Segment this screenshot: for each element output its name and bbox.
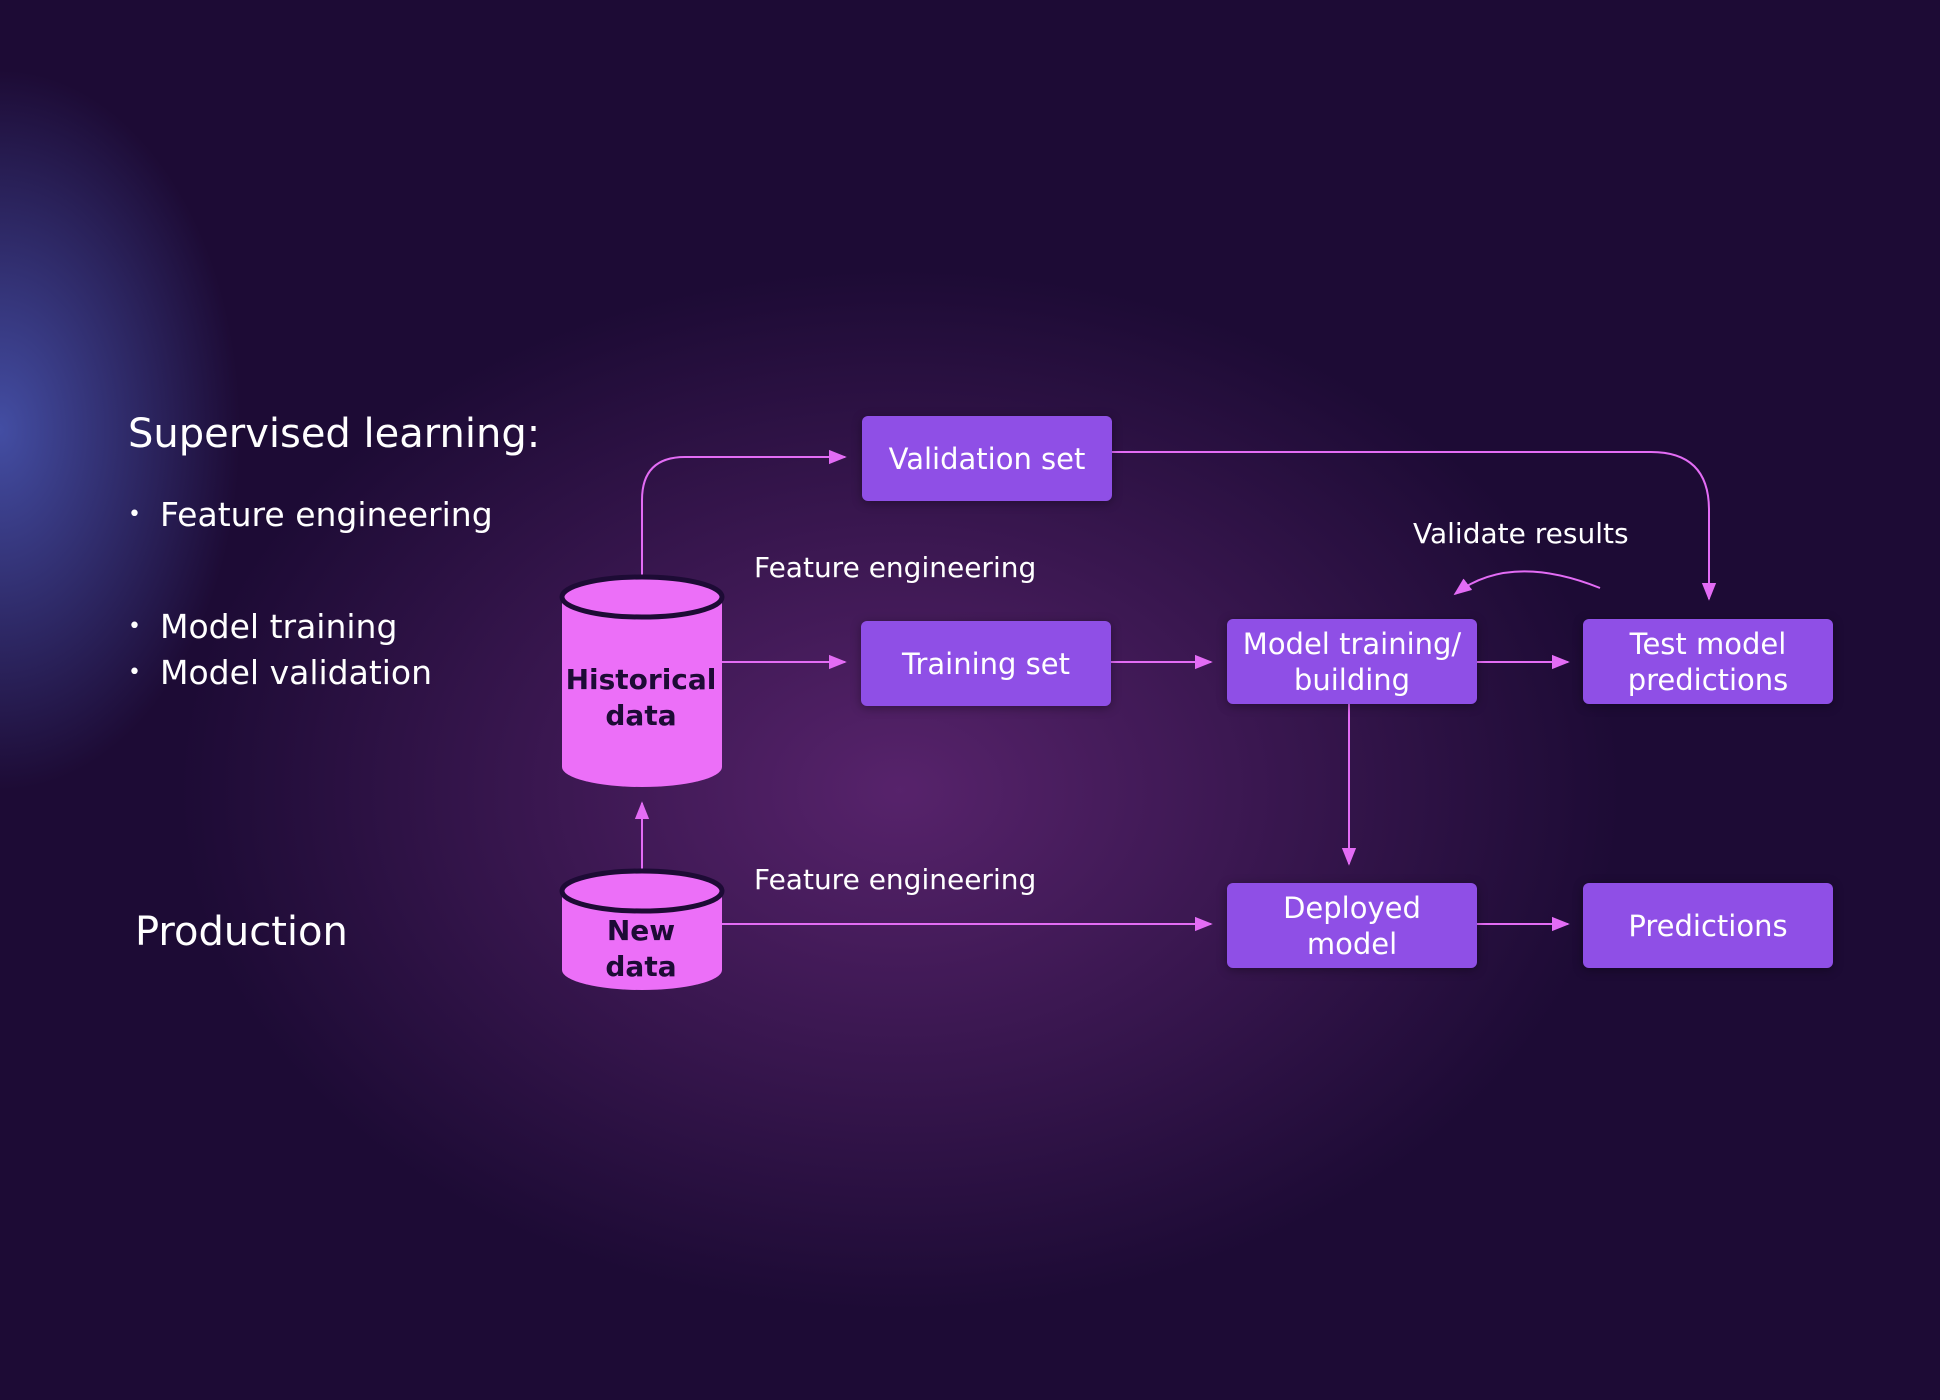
supervised-list-feature: Feature engineering xyxy=(128,492,493,538)
edge-label-feature-engineering-bottom: Feature engineering xyxy=(754,863,1037,896)
edge-label-feature-engineering-top: Feature engineering xyxy=(754,551,1037,584)
list-item-model-training: Model training xyxy=(128,604,432,650)
node-label-training-set: Training set xyxy=(902,646,1070,681)
node-label-deployed-model: Deployed model xyxy=(1283,890,1421,961)
cylinder-historical-data xyxy=(559,574,725,787)
cylinder-new-data xyxy=(559,868,725,990)
node-label-predictions: Predictions xyxy=(1628,908,1788,943)
arrow-validate-results xyxy=(1453,570,1601,596)
edge-label-validate-results: Validate results xyxy=(1413,517,1629,550)
node-label-validation-set: Validation set xyxy=(888,441,1086,476)
node-label-new-data: New data xyxy=(605,914,677,983)
node-training-set: Training set xyxy=(861,621,1111,706)
node-deployed-model: Deployed model xyxy=(1227,883,1477,968)
supervised-list-model: Model training Model validation xyxy=(128,604,432,696)
arrow-historical-to-validation xyxy=(641,449,847,575)
node-model-training: Model training/ building xyxy=(1227,619,1477,704)
node-label-historical-data: Historical data xyxy=(565,663,717,732)
node-test-model-predictions: Test model predictions xyxy=(1583,619,1833,704)
heading-supervised-learning: Supervised learning: xyxy=(128,411,541,457)
node-label-model-training: Model training/ building xyxy=(1242,626,1462,697)
list-item-model-validation: Model validation xyxy=(128,650,432,696)
node-predictions: Predictions xyxy=(1583,883,1833,968)
list-item-feature-engineering: Feature engineering xyxy=(128,492,493,538)
heading-production: Production xyxy=(135,909,348,955)
node-validation-set: Validation set xyxy=(862,416,1112,501)
arrow-validation-to-test xyxy=(1112,451,1717,601)
node-label-test-model-predictions: Test model predictions xyxy=(1627,626,1789,697)
